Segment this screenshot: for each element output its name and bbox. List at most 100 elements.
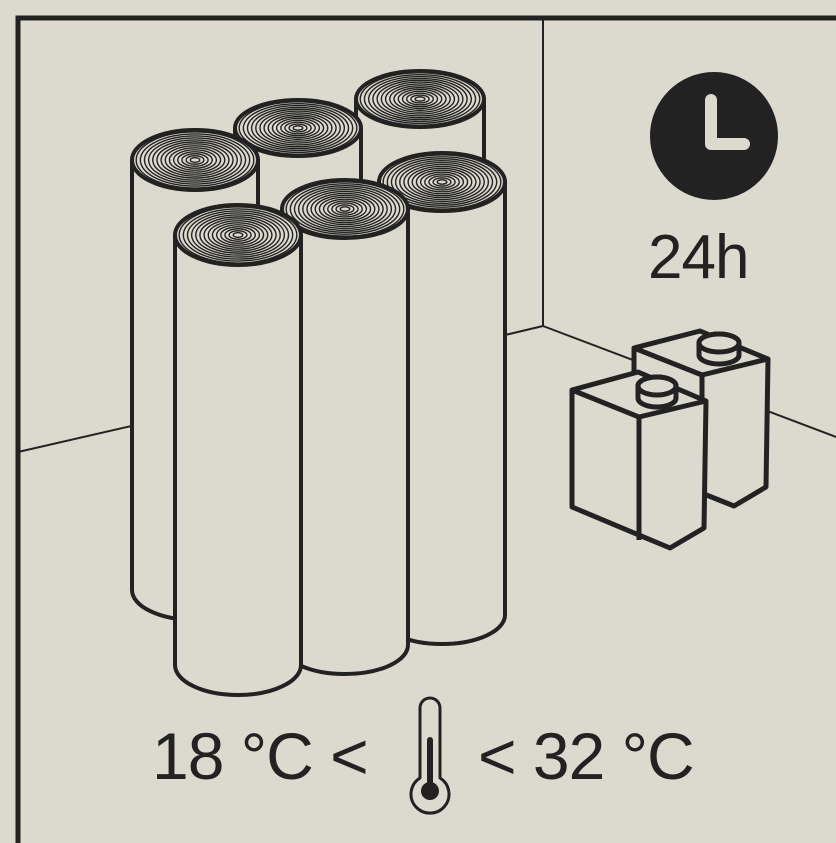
roll-5 [280,178,410,676]
roll-ring [186,210,290,260]
clock-icon [650,72,778,200]
roll-ring [424,173,460,191]
roll-top [130,128,260,192]
roll-ring [271,115,325,141]
roll-top [354,69,486,129]
roll-ring [318,196,372,222]
roll-ring [199,216,277,254]
roll-ring [331,202,359,216]
roll-ring [178,206,298,264]
roll-ring [259,110,337,146]
roll-ring [207,220,269,250]
roll-ring [288,123,308,133]
roll-ring [139,133,251,187]
roll-ring [143,135,247,185]
roll-ring [195,214,281,256]
roll-ring [220,226,256,244]
roll-ring [410,94,430,104]
roll-ring [411,167,473,197]
roll-ring [289,183,401,235]
temperature-min-label: 18 °C < [152,719,369,793]
roll-ring [255,108,341,148]
roll-ring [285,181,405,237]
roll-ring [386,156,498,208]
roll-ring [172,149,218,171]
roll-ring [414,96,426,102]
roll-ring [293,185,397,233]
roll-ring [405,92,435,106]
roll-ring [419,171,465,193]
roll-top [173,203,303,267]
roll-ring [335,204,355,214]
roll-ring [314,194,376,224]
roll-4 [377,151,507,646]
roll-ring [376,79,464,119]
roll-ring [306,190,384,228]
roll-ring [367,75,473,123]
roll-ring [242,102,354,154]
roll-ring [224,228,252,242]
roll-ring [211,222,265,248]
roll-ring [407,165,477,199]
roll-ring [263,112,333,144]
roll-ring [363,73,477,125]
roll-ring [250,106,346,150]
roll-group [130,69,507,697]
roll-ring [168,147,222,173]
container-front [569,369,709,551]
roll-ring [246,104,350,152]
roll-ring [275,117,321,139]
roll-ring [322,198,368,220]
roll-body [173,233,303,697]
roll-ring [156,141,234,179]
roll-ring [135,131,255,189]
roll-ring [232,232,244,238]
duration-label: 24h [648,223,749,292]
roll-top [233,98,363,158]
roll-6 [173,203,303,697]
roll-ring [403,163,481,201]
roll-ring [380,81,460,117]
roll-ring [182,208,294,262]
roll-ring [181,153,209,167]
roll-ring [384,83,456,115]
roll-ring [428,175,456,189]
roll-ring [432,177,452,187]
roll-ring [297,186,393,232]
roll-ring [203,218,273,252]
roll-ring [292,125,304,131]
roll-ring [389,85,451,113]
roll-ring [177,151,213,169]
roll-ring [339,206,351,212]
roll-top [280,178,410,240]
container-icon [569,328,771,551]
roll-ring [390,158,494,206]
roll-top [377,151,507,213]
roll-ring [215,224,261,246]
roll-ring [147,137,243,183]
roll-ring [280,119,316,137]
roll-ring [185,155,205,165]
roll-ring [152,139,238,181]
roll-ring [382,154,502,210]
thermometer-icon [409,696,451,815]
roll-ring [372,77,468,121]
roll-ring [393,86,447,112]
roll-ring [394,159,490,205]
roll-ring [397,88,443,110]
roll-ring [310,192,380,226]
roll-ring [436,179,448,185]
roll-ring [189,157,201,163]
roll-ring [238,101,358,155]
roll-ring [327,200,363,218]
roll-ring [267,114,329,142]
roll-ring [228,230,248,240]
roll-ring [190,212,286,258]
temperature-max-label: < 32 °C [478,719,695,793]
roll-ring [302,188,388,230]
roll-ring [401,90,439,108]
roll-ring [399,161,485,203]
roll-ring [359,72,481,126]
